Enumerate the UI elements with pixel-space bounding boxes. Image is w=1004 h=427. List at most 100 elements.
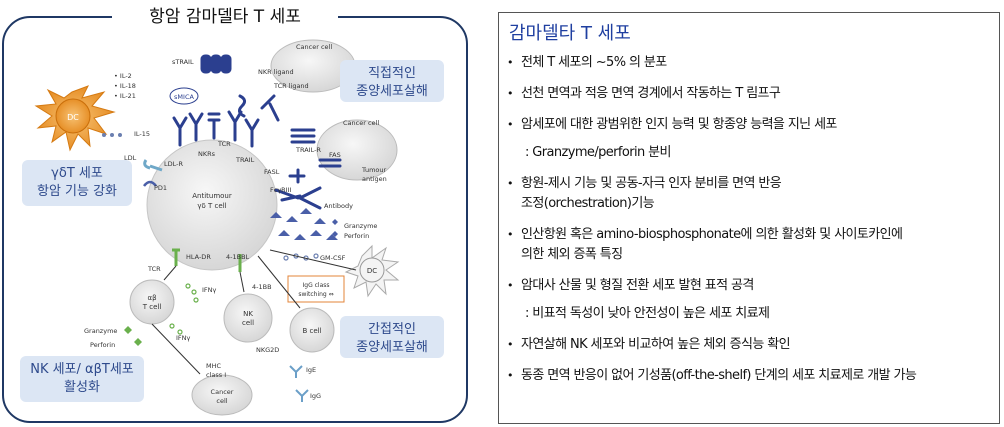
granzyme-label: Granzyme <box>344 222 377 230</box>
gmcsf-label: GM-CSF <box>320 254 346 262</box>
nk-cell-label-1: NK <box>243 310 253 318</box>
tumour-antigen-label-2: antigen <box>362 175 387 183</box>
bullet-dot: • <box>507 87 513 100</box>
summary-bullet: • 동종 면역 반응이 없어 기성품(off-the-shelf) 단계의 세포 … <box>507 366 993 386</box>
smica-label: sMICA <box>174 93 194 101</box>
ldl-r-receptor <box>143 159 163 172</box>
summary-bullet: • 인산항원 혹은 amino-biosphosphonate에 의한 활성화 및… <box>507 225 993 245</box>
cancer-cell2-label-2: cell <box>216 397 227 405</box>
igg-label: IgG <box>310 392 321 400</box>
bullet-text: 의한 체외 증폭 특징 <box>521 247 623 262</box>
bullet-dot: • <box>507 338 513 351</box>
igg-switch-label-2: switching ⇔ <box>298 291 333 298</box>
nk-activation-callout: NK 세포/ αβT세포 활성화 <box>20 356 144 402</box>
mhc-label-2: class I <box>206 371 226 379</box>
ige-label: IgE <box>306 366 316 374</box>
bullet-text: 인산항원 혹은 amino-biosphosphonate에 의한 활성화 및 … <box>521 227 903 242</box>
igg-class-switching-box <box>287 275 345 303</box>
bullet-dot: • <box>507 56 513 69</box>
bullet-text: 선천 면역과 적응 면역 경계에서 작동하는 T 림프구 <box>521 86 781 101</box>
bullet-dot: • <box>507 177 513 190</box>
indirect-killing-callout: 간접적인 종양세포살해 <box>340 316 444 358</box>
nk-cell <box>223 293 273 343</box>
bullet-text: 조정(orchestration)기능 <box>521 196 655 211</box>
nkg2d-label: NKG2D <box>256 346 279 354</box>
smica-marker: sMICA <box>169 87 199 105</box>
ifng2-label: IFNγ <box>176 334 191 342</box>
bullet-text: 암대사 산물 및 형질 전환 세포 발현 표적 공격 <box>521 278 754 293</box>
trailr-label: TRAIL-R <box>295 146 321 154</box>
il15-label: IL-15 <box>134 130 150 138</box>
receptor-cluster <box>172 94 280 148</box>
fcr-label: FcγRIII <box>270 186 292 194</box>
ifng-label: IFNγ <box>202 286 217 294</box>
hla-dr-receptor <box>172 248 180 266</box>
bullet-text: : Granzyme/perforin 분비 <box>525 145 671 160</box>
il2-label: • IL-2 <box>114 72 132 80</box>
tumour-antigen-label-1: Tumour <box>361 166 387 174</box>
41bb-label: 4-1BB <box>252 283 272 291</box>
ldl-label: LDL <box>124 154 137 162</box>
bullet-text: 항원-제시 기능 및 공동-자극 인자 분비를 면역 반응 <box>521 176 782 191</box>
alpha-beta-t-cell <box>129 279 175 325</box>
perforin2-label: Perforin <box>90 341 115 349</box>
41bbl-label: 4-1BBL <box>226 253 250 261</box>
fasl-label: FASL <box>264 168 280 176</box>
cancer-cell-bottom <box>191 374 253 416</box>
tcr-label: TCR <box>217 140 231 148</box>
bullet-text: 자연살해 NK 세포와 비교하여 높은 체외 증식능 확인 <box>521 337 791 352</box>
diagram-title: 항암 감마델타 T 세포 <box>112 4 338 30</box>
summary-bullet: • 항원-제시 기능 및 공동-자극 인자 분비를 면역 반응 <box>507 174 993 194</box>
nkr-ligand-label: NKR ligand <box>258 68 294 76</box>
ab-cell-label-2: T cell <box>142 303 162 311</box>
summary-bullet: • 전체 T 세포의 ~5% 의 분포 <box>507 53 993 73</box>
nk-cell-label-2: cell <box>242 319 254 327</box>
gd-function-callout: γδT 세포 항암 기능 강화 <box>22 160 132 206</box>
bullet-dot: • <box>507 369 513 382</box>
ldlr-label: LDL-R <box>164 160 183 168</box>
summary-bullet-continuation: : Granzyme/perforin 분비 <box>507 143 993 163</box>
dendritic-cell-orange: DC <box>34 85 116 152</box>
cancer-cell-right-label: Cancer cell <box>343 119 379 127</box>
bullet-dot: • <box>507 118 513 131</box>
cancer-cell-label: Cancer cell <box>296 43 332 51</box>
pd1-receptor <box>143 180 157 187</box>
summary-bullet: • 암세포에 대한 광범위한 인지 능력 및 항종양 능력을 지닌 세포 <box>507 115 993 135</box>
igg-switch-label-1: IgG class <box>302 282 329 289</box>
tcr-ligand-label: TCR ligand <box>273 82 309 90</box>
fas-label: FAS <box>329 151 341 159</box>
bullet-text: 동종 면역 반응이 없어 기성품(off-the-shelf) 단계의 세포 치… <box>521 368 917 383</box>
hladr-label: HLA-DR <box>186 253 211 261</box>
tcr2-label: TCR <box>147 265 161 273</box>
il18-label: • IL-18 <box>114 82 136 90</box>
summary-bullet: • 자연살해 NK 세포와 비교하여 높은 체외 증식능 확인 <box>507 335 993 355</box>
summary-bullet-continuation: 조정(orchestration)기능 <box>507 194 993 214</box>
bullet-text: 암세포에 대한 광범위한 인지 능력 및 항종양 능력을 지닌 세포 <box>521 117 837 132</box>
summary-list: • 전체 T 세포의 ~5% 의 분포 • 선천 면역과 적응 면역 경계에서 작동하… <box>507 53 993 386</box>
connection-arrows <box>151 249 357 375</box>
il21-label: • IL-21 <box>114 92 136 100</box>
antibody-label: Antibody <box>324 202 353 210</box>
granzyme2-label: Granzyme <box>84 327 117 335</box>
summary-bullet: • 선천 면역과 적응 면역 경계에서 작동하는 T 림프구 <box>507 84 993 104</box>
cancer-cell2-label-1: Cancer <box>211 388 234 396</box>
dc-label: DC <box>67 113 79 122</box>
gamma-delta-summary-panel: 감마델타 T 세포 •전체 T 세포의 ~5% 의 분포•선천 면역과 적응 면… <box>498 12 1000 424</box>
death-receptor-cluster <box>274 128 342 210</box>
bullet-text: 전체 T 세포의 ~5% 의 분포 <box>521 55 667 70</box>
direct-killing-callout: 직접적인 종양세포살해 <box>340 60 444 102</box>
dendritic-cell-white <box>344 244 400 298</box>
mhc-label-1: MHC <box>206 362 221 370</box>
nkrs-label: NKRs <box>198 150 216 158</box>
granzyme-perforin-granules <box>270 208 338 240</box>
b-cell <box>289 307 335 353</box>
antitumour-label-1: Antitumour <box>192 192 232 200</box>
dc-white-label: DC <box>367 267 377 275</box>
antitumour-gd-t-cell <box>146 139 278 271</box>
summary-bullet-continuation: 의한 체외 증폭 특징 <box>507 245 993 265</box>
bullet-dot: • <box>507 279 513 292</box>
summary-bullet: • 암대사 산물 및 형질 전환 세포 발현 표적 공격 <box>507 276 993 296</box>
bullet-dot: • <box>507 228 513 241</box>
trail-label: TRAIL <box>235 156 255 164</box>
strail-label: sTRAIL <box>172 58 194 66</box>
